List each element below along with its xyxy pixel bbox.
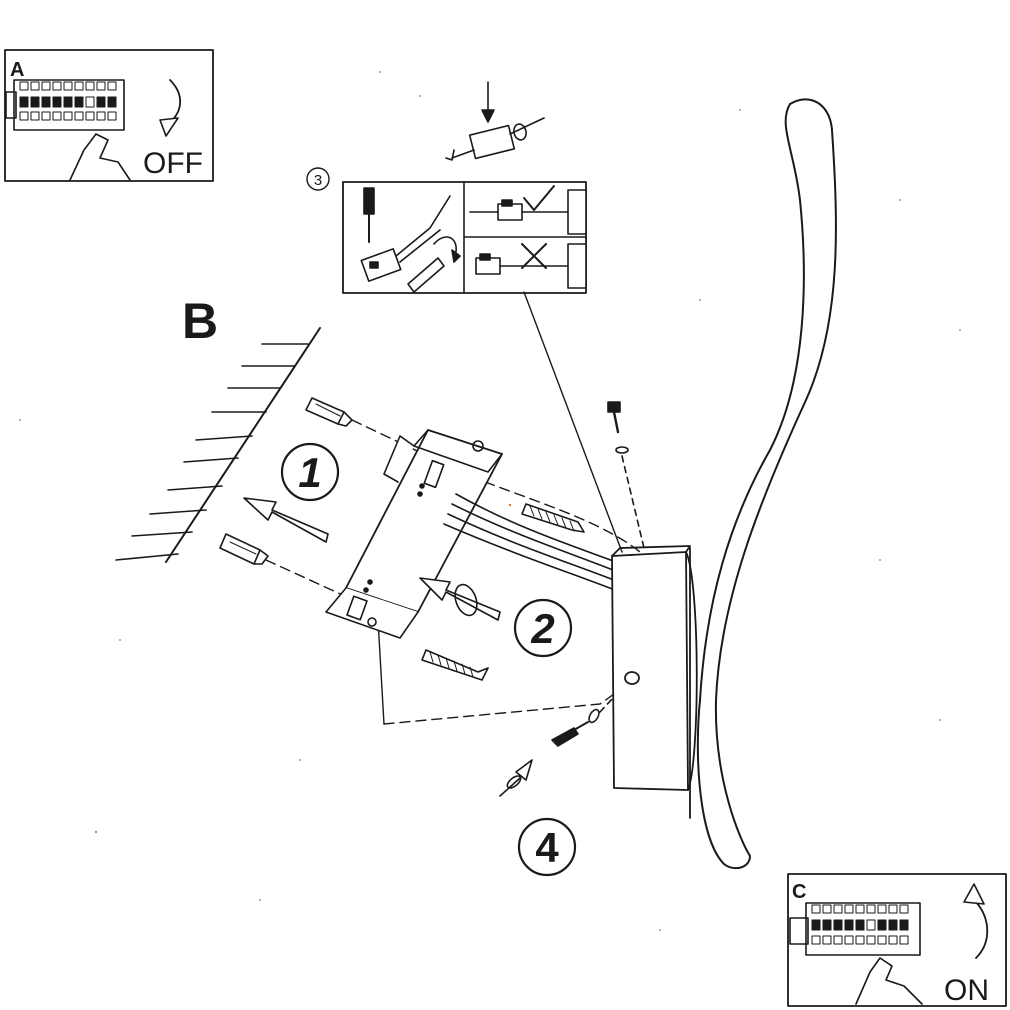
turn-down-arrow-icon <box>169 79 182 123</box>
wiring-detail-inset <box>342 81 623 553</box>
panel-c-letter: C <box>792 881 806 903</box>
scan-speckles <box>19 71 961 931</box>
hand-icon <box>855 957 923 1005</box>
wall-hatching <box>115 327 321 563</box>
panel-a-breaker-off: A OFF <box>4 49 214 182</box>
small-screw-top <box>607 401 645 549</box>
step-3-number: 3 <box>314 172 322 189</box>
step-1-number: 1 <box>298 449 321 496</box>
panel-c-frame <box>787 873 1007 1007</box>
wall-plug-bottom <box>219 533 269 565</box>
small-screw-bottom <box>551 683 627 747</box>
terminal-connector-icon <box>445 81 545 161</box>
wood-screw-bottom <box>421 649 489 681</box>
panel-a-state: OFF <box>143 147 203 180</box>
step-3-marker: 3 <box>306 167 330 191</box>
inset-leader-line <box>523 291 623 553</box>
push-to-wall-arrow <box>243 497 329 543</box>
breaker-row-icon <box>5 79 125 131</box>
panel-c-state: ON <box>944 974 989 1007</box>
breaker-row-icon <box>789 902 921 956</box>
screwdriver-tip-arrow-icon <box>499 759 533 797</box>
turn-down-arrowhead <box>159 117 179 137</box>
correct-wiring-example <box>469 185 587 235</box>
cross-mark-icon <box>521 243 547 269</box>
step-1-marker: 1 <box>280 442 340 502</box>
turn-up-arrowhead <box>963 883 985 905</box>
wall-plug-top <box>305 397 353 427</box>
keyhole-slot <box>624 671 640 685</box>
section-b-label: B <box>182 293 218 349</box>
panel-a-frame <box>4 49 214 182</box>
terminal-block-icon <box>360 195 461 293</box>
wood-screw-top <box>521 503 585 533</box>
check-mark-icon <box>523 185 555 211</box>
lamp-base-body <box>611 545 698 819</box>
wavy-lamp-shade <box>696 98 837 870</box>
hand-icon <box>69 133 131 181</box>
rotate-insert-arrow-icon <box>419 577 501 621</box>
step-4-marker: 4 <box>517 817 577 877</box>
step-2-marker: 2 <box>513 598 573 658</box>
bracket-guide-line <box>377 619 385 725</box>
screwdriver-icon <box>363 187 375 243</box>
panel-c-breaker-on: C ON <box>787 873 1007 1007</box>
mounting-bracket <box>325 429 503 639</box>
step-2-number: 2 <box>530 605 554 652</box>
turn-up-arrow-icon <box>975 901 989 959</box>
step-4-number: 4 <box>535 824 559 871</box>
incorrect-wiring-example <box>475 243 587 289</box>
panel-a-letter: A <box>10 59 24 81</box>
